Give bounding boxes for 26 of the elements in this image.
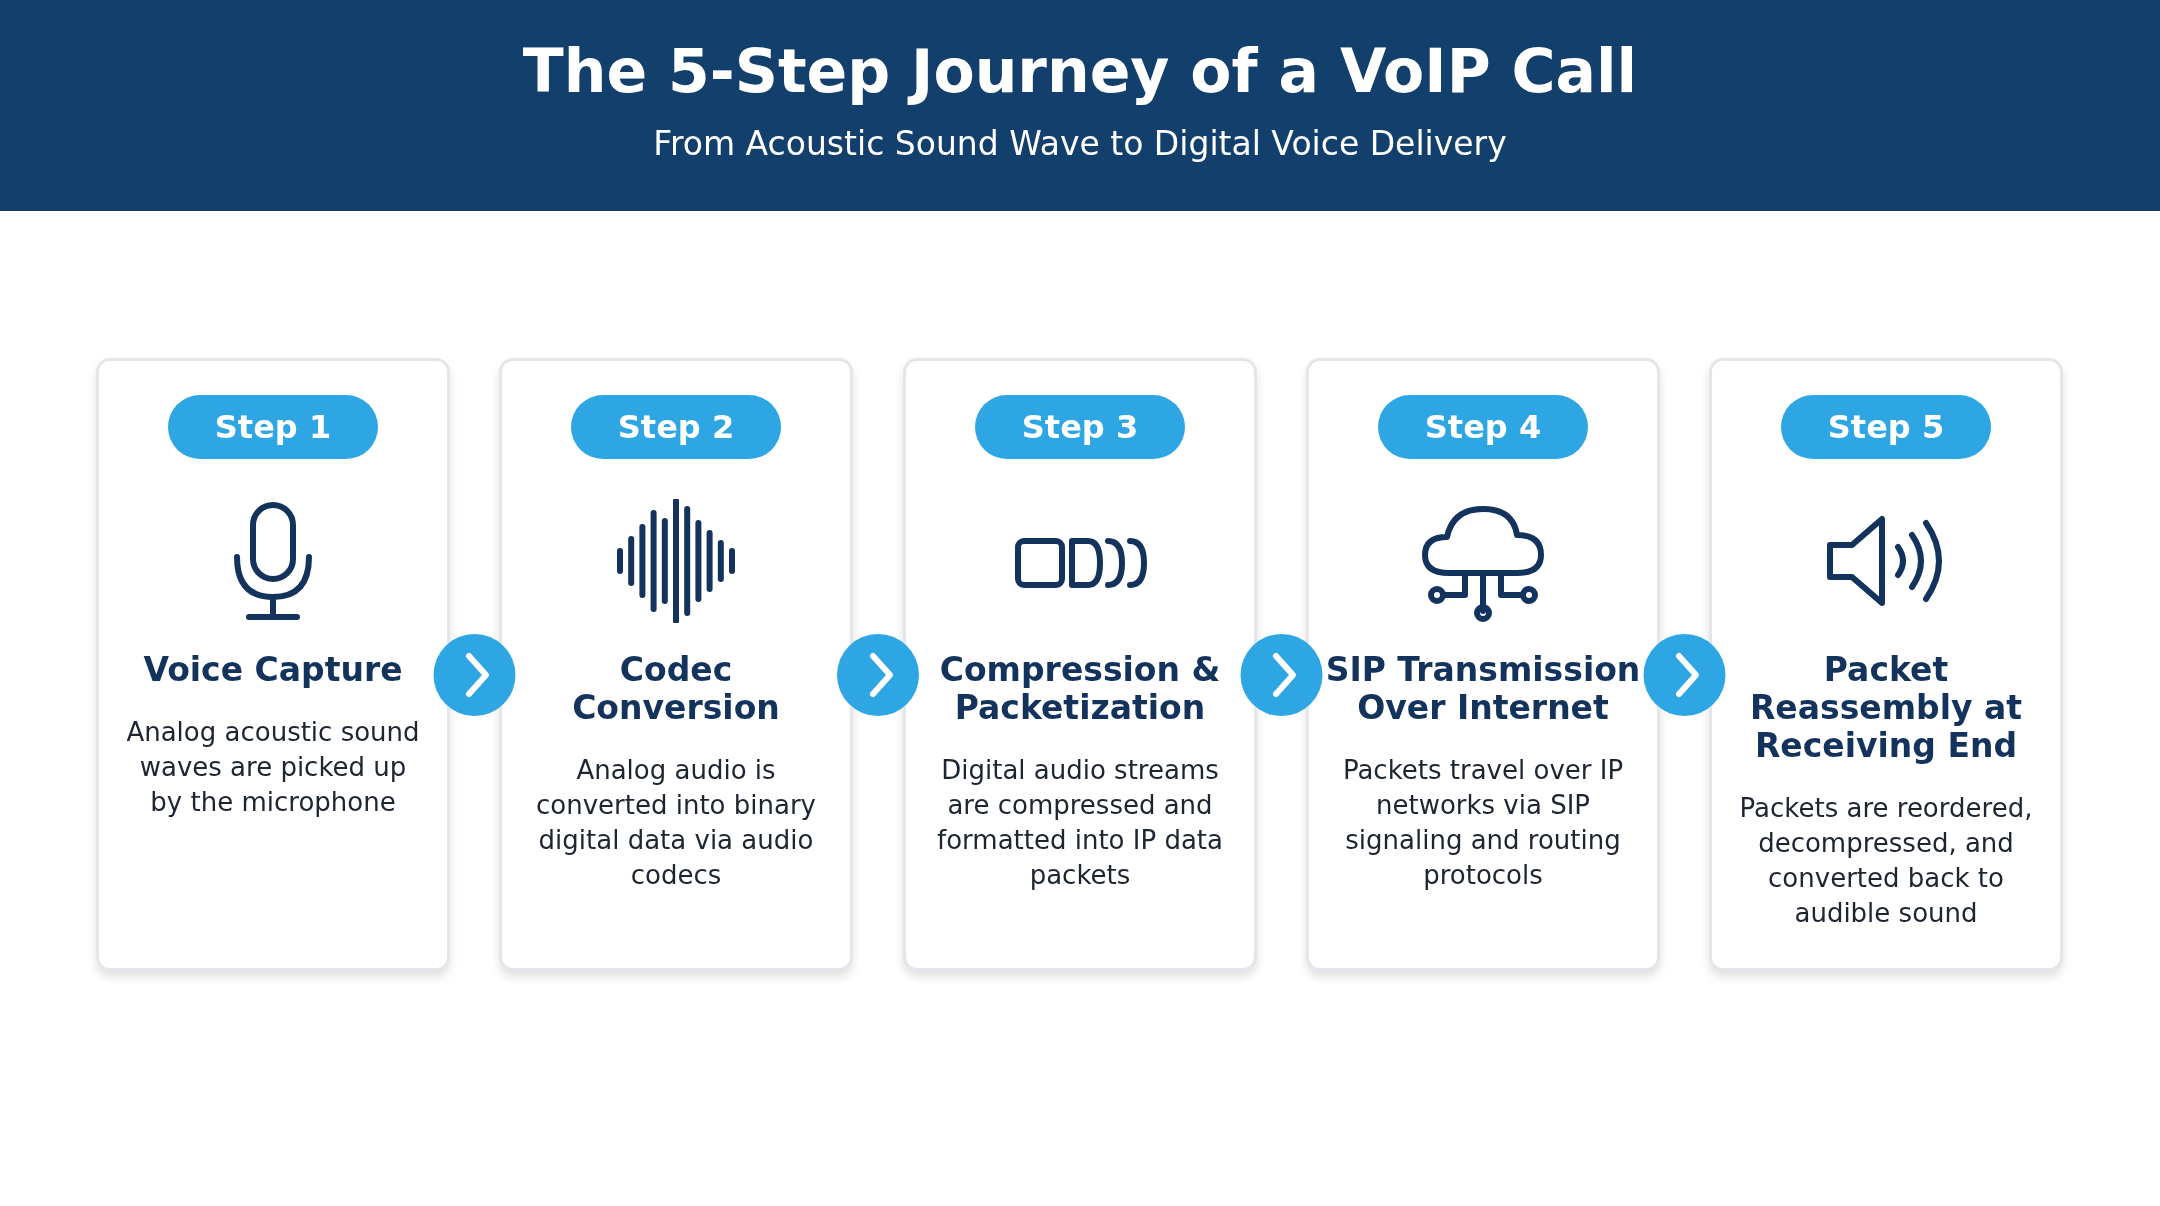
chevron-arrow [837,634,919,716]
step-card [499,358,853,971]
step-card [96,358,450,971]
step-badge: Step 3 [975,395,1185,459]
step-heading: Packet Reassembly at Receiving End [1748,651,2024,765]
step-card [1306,358,1660,971]
chevron-arrow [1643,634,1726,716]
step-card [1709,358,2063,971]
step-description: Digital audio streams are compressed and formatted into IP data packets [936,754,1224,892]
step-heading: SIP Transmission Over Internet [1324,651,1642,727]
step-card [903,358,1257,971]
step-description: Analog acoustic sound waves are picked up by the microphone [125,716,421,819]
step-heading: Compression & Packetization [938,651,1222,727]
chevron-arrow [1240,634,1323,716]
step-description: Packets travel over IP networks via SIP signaling and routing protocols [1341,754,1625,892]
step-badge: Step 5 [1781,395,1991,459]
step-badge: Step 1 [168,395,378,459]
chevron-arrow [433,634,516,716]
step-heading: Voice Capture [142,651,404,689]
step-badge: Step 2 [571,395,781,459]
subtitle: From Acoustic Sound Wave to Digital Voice Delivery [652,124,1508,163]
step-description: Analog audio is converted into binary digital data via audio codecs [535,754,817,892]
step-description: Packets are reordered, decompressed, and converted back to audible sound [1738,792,2034,930]
step-badge: Step 4 [1378,395,1588,459]
title: The 5-Step Journey of a VoIP Call [521,36,1639,106]
step-heading: Codec Conversion [571,651,781,727]
